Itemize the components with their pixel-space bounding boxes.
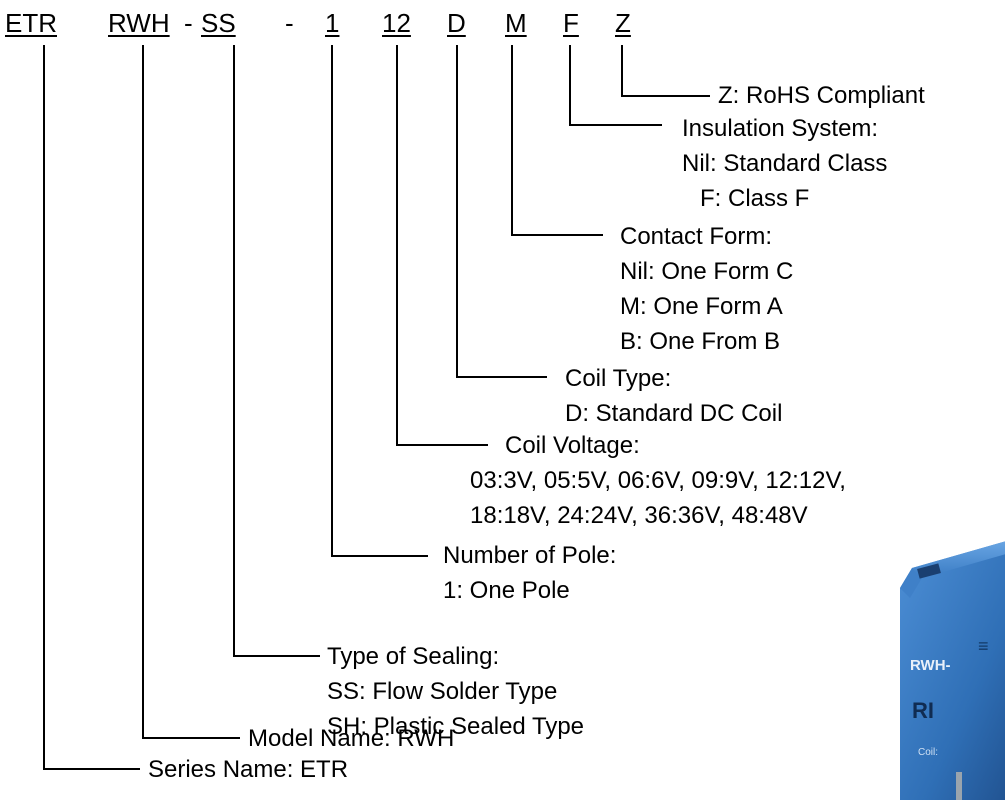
relay-coil-print: Coil: (918, 747, 938, 758)
label-insulation-title: Insulation System: (682, 115, 879, 142)
label-voltage-title: Coil Voltage: (505, 432, 640, 459)
label-voltage-list-1: 03:3V, 05:5V, 06:6V, 09:9V, 12:12V, (470, 467, 846, 494)
leader-contact (511, 45, 603, 236)
code-insulation: F (563, 8, 579, 38)
leader-rohs (621, 45, 710, 97)
code-voltage: 12 (382, 8, 411, 38)
code-model: RWH (108, 8, 170, 38)
leader-poles (331, 45, 428, 557)
label-sealing-ss: SS: Flow Solder Type (327, 678, 558, 705)
leader-series (43, 45, 140, 770)
code-dash-2: - (285, 8, 294, 38)
relay-ul-mark: RI (912, 698, 934, 723)
label-poles-1: 1: One Pole (443, 577, 570, 604)
leader-coil-type (456, 45, 547, 378)
code-sealing: SS (201, 8, 236, 38)
label-contact-b: B: One From B (620, 328, 781, 355)
label-series: Series Name: ETR (148, 756, 349, 783)
leader-voltage (396, 45, 488, 446)
label-voltage-list-2: 18:18V, 24:24V, 36:36V, 48:48V (470, 502, 808, 529)
leader-insulation (569, 45, 662, 126)
label-sealing-title: Type of Sealing: (327, 643, 500, 670)
label-insulation-f: F: Class F (700, 185, 810, 212)
code-rohs: Z (615, 8, 631, 38)
code-series: ETR (5, 8, 57, 38)
label-coil-type-title: Coil Type: (565, 365, 672, 392)
code-contact: M (505, 8, 527, 38)
label-contact-nil: Nil: One Form C (620, 258, 794, 285)
label-coil-type-d: D: Standard DC Coil (565, 400, 783, 427)
label-contact-m: M: One Form A (620, 293, 783, 320)
label-sealing-sh: SH: Plastic Sealed Type (327, 713, 585, 740)
label-contact-title: Contact Form: (620, 223, 773, 250)
leader-model (142, 45, 240, 739)
relay-model-print: RWH- (910, 657, 951, 674)
label-model: Model Name: RWH (248, 725, 455, 752)
label-poles-title: Number of Pole: (443, 542, 617, 569)
code-coil-type: D (447, 8, 466, 38)
leader-sealing (233, 45, 320, 657)
label-rohs: Z: RoHS Compliant (718, 82, 925, 109)
relay-pin (956, 772, 962, 800)
relay-logo-icon: ≡ (978, 636, 989, 656)
relay-photo: ≡ RWH- RI Coil: (900, 541, 1005, 800)
code-poles: 1 (325, 8, 340, 38)
code-dash-1: - (184, 8, 193, 38)
label-insulation-nil: Nil: Standard Class (682, 150, 888, 177)
